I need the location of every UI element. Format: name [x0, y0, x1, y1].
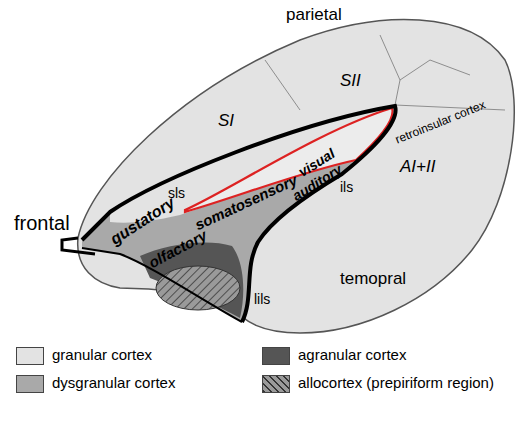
legend-text: agranular cortex — [298, 346, 498, 363]
area-label: SI — [218, 112, 234, 131]
area-label: SII — [340, 72, 361, 91]
area-label: AI+II — [400, 158, 435, 177]
legend-row: agranular cortex — [262, 346, 498, 365]
legend-text: allocortex (prepiriform region) — [298, 374, 498, 391]
legend-row: allocortex (prepiriform region) — [262, 374, 498, 393]
sulcus-label: ils — [340, 180, 353, 195]
legend-swatch — [262, 347, 290, 365]
legend-text: granular cortex — [52, 346, 252, 363]
region-label: frontal — [14, 212, 70, 234]
legend-swatch — [262, 375, 290, 393]
legend-swatch — [16, 375, 44, 393]
legend-row: dysgranular cortex — [16, 374, 252, 393]
legend-swatch — [16, 347, 44, 365]
legend-row: granular cortex — [16, 346, 252, 365]
region-label: parietal — [286, 6, 342, 25]
sulcus-label: lils — [254, 292, 270, 307]
region-label: temopral — [340, 270, 406, 289]
legend-text: dysgranular cortex — [52, 374, 252, 391]
